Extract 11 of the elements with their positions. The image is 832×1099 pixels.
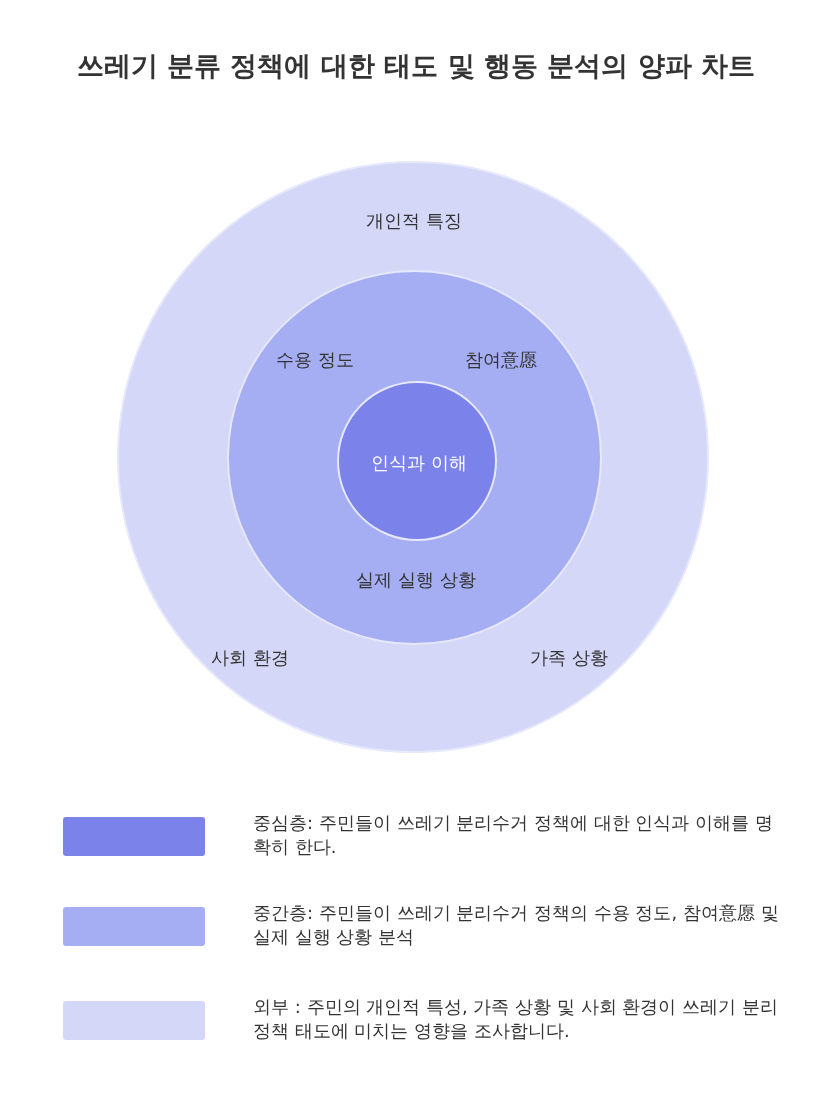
ring-label: 사회 환경	[211, 646, 289, 670]
ring-label: 가족 상황	[530, 646, 608, 670]
legend-text: 중간층: 주민들이 쓰레기 분리수거 정책의 수용 정도, 참여意愿 및 실제 실행 상황 분석	[253, 901, 780, 949]
ring-label: 개인적 특징	[366, 209, 462, 233]
ring-label: 참여意愿	[465, 348, 537, 372]
title: 쓰레기 분류 정책에 대한 태도 및 행동 분석의 양파 차트	[75, 49, 757, 83]
ring-label: 인식과 이해	[371, 451, 467, 475]
ring-label: 실제 실행 상황	[356, 568, 476, 592]
ring-label: 수용 정도	[276, 348, 354, 372]
legend-text: 중심층: 주민들이 쓰레기 분리수거 정책에 대한 인식과 이해를 명확히 한다.	[253, 811, 774, 859]
legend-text: 외부 : 주민의 개인적 특성, 가족 상황 및 사회 환경이 쓰레기 분리 정책 태도에 미치는 영향을 조사합니다.	[253, 995, 779, 1043]
